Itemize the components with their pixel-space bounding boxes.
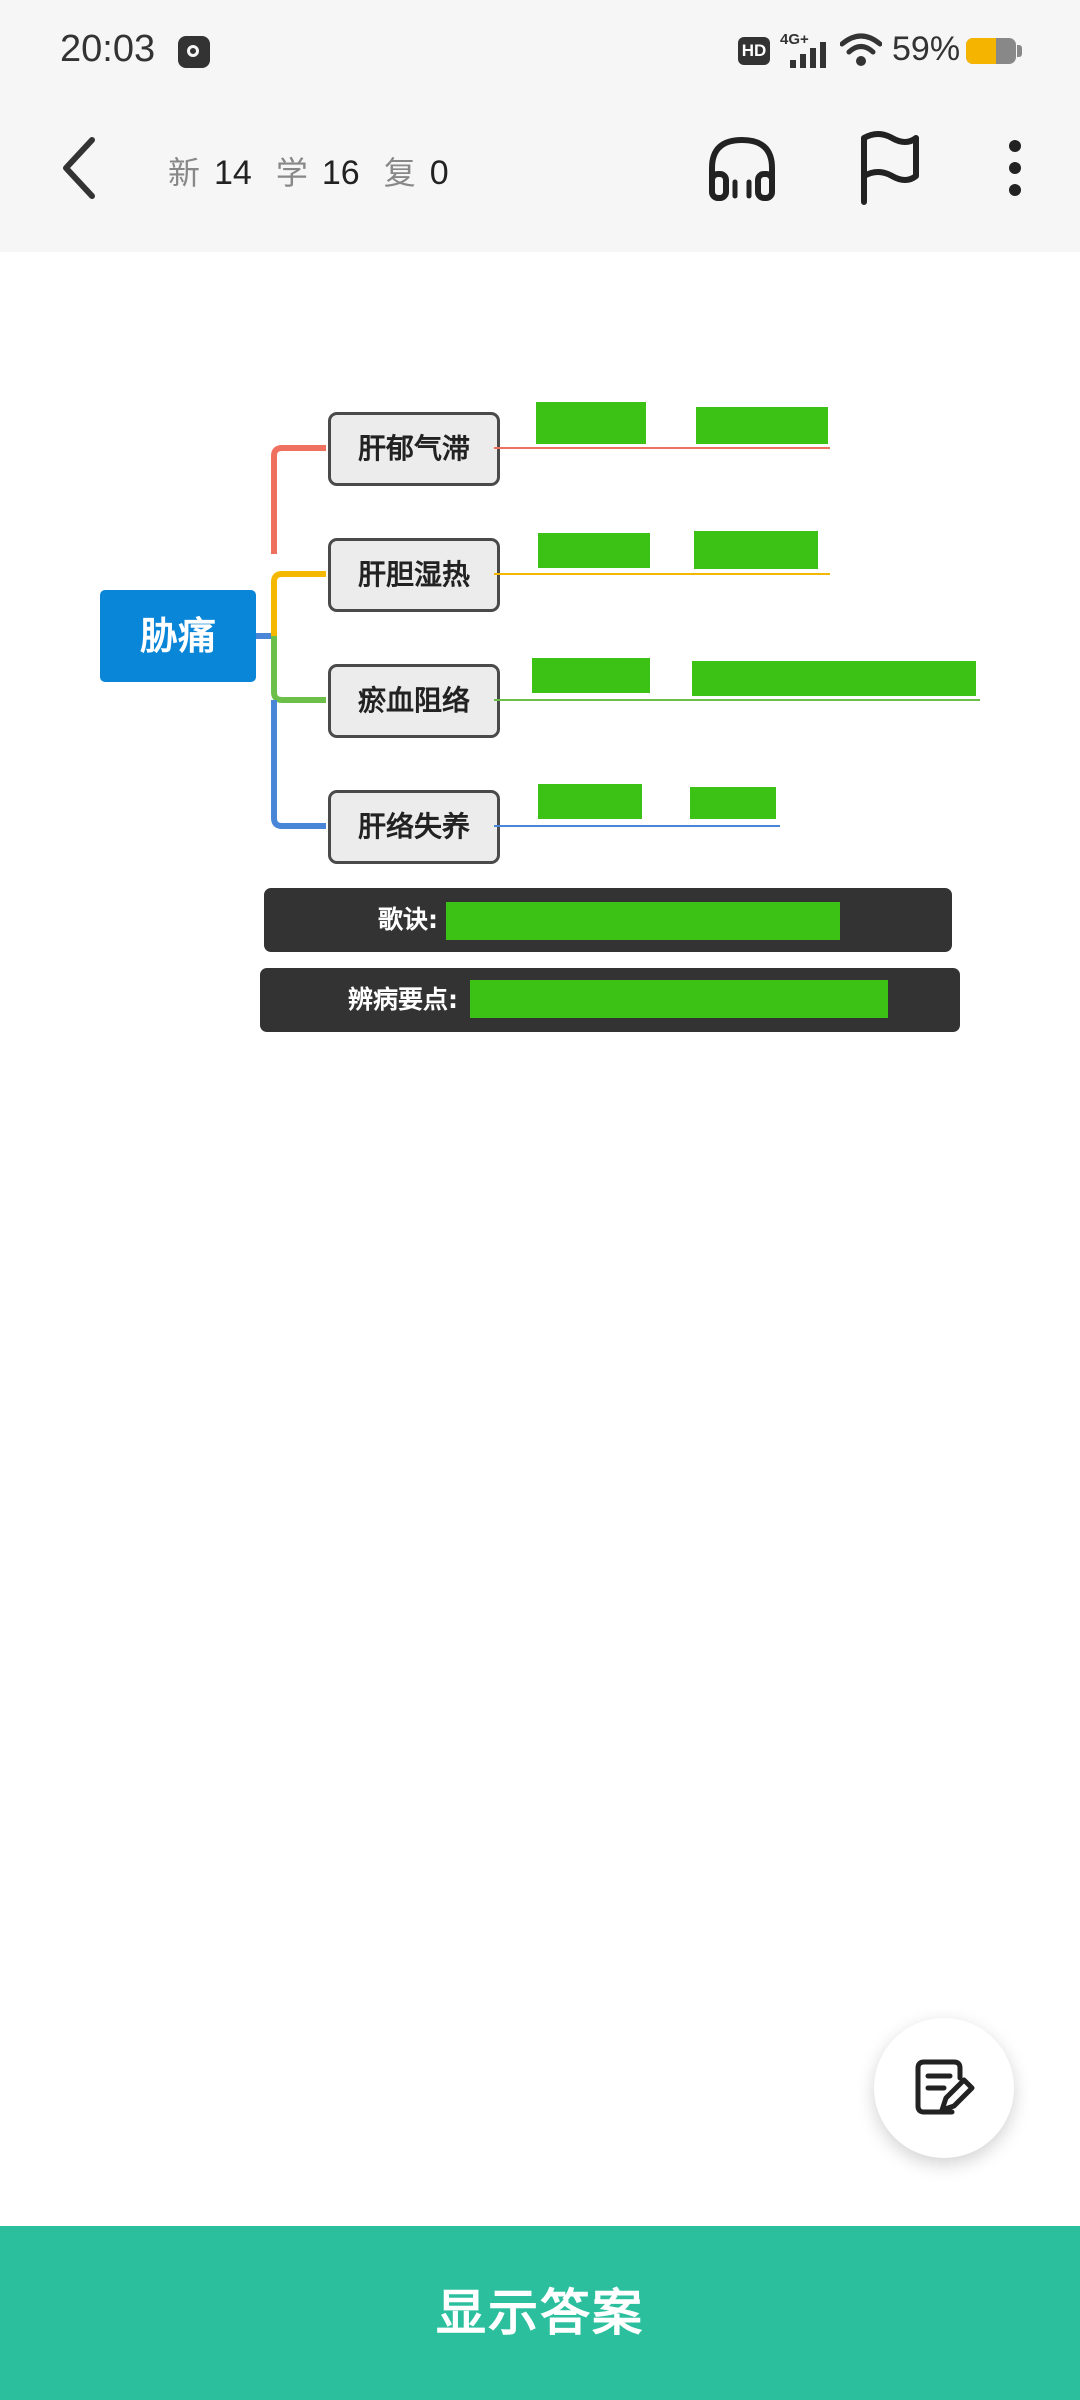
network-type: 4G+ bbox=[780, 31, 809, 48]
battery-icon bbox=[966, 38, 1016, 64]
headphones-icon[interactable] bbox=[704, 130, 780, 206]
diagnosis-keypoints-label: 辨病要点: bbox=[348, 985, 458, 1014]
more-vertical-icon[interactable] bbox=[990, 130, 1040, 206]
new-count: 14 bbox=[214, 154, 252, 192]
back-icon[interactable] bbox=[52, 128, 112, 208]
branch-node-4: 肝络失养 bbox=[328, 790, 500, 864]
new-label: 新 bbox=[168, 155, 201, 191]
redacted-answer[interactable] bbox=[532, 658, 650, 693]
redacted-answer[interactable] bbox=[446, 902, 840, 940]
study-counters: 新 14 学 16 复 0 bbox=[168, 148, 459, 194]
redacted-answer[interactable] bbox=[690, 787, 776, 819]
redacted-answer[interactable] bbox=[696, 407, 828, 444]
learn-label: 学 bbox=[275, 155, 308, 191]
redacted-answer[interactable] bbox=[470, 980, 888, 1018]
show-answer-button[interactable]: 显示答案 bbox=[0, 2226, 1080, 2400]
redacted-answer[interactable] bbox=[538, 784, 642, 819]
wifi-icon bbox=[840, 33, 882, 66]
learn-count: 16 bbox=[321, 154, 360, 192]
review-count: 0 bbox=[429, 154, 449, 192]
note-edit-button[interactable] bbox=[874, 2018, 1014, 2158]
redacted-answer[interactable] bbox=[694, 531, 818, 569]
root-node: 胁痛 bbox=[100, 590, 256, 682]
redacted-answer[interactable] bbox=[536, 402, 646, 444]
flag-icon[interactable] bbox=[854, 130, 924, 206]
hd-icon: HD bbox=[738, 37, 770, 65]
redacted-answer[interactable] bbox=[538, 533, 650, 568]
redacted-answer[interactable] bbox=[692, 661, 976, 696]
mnemonic-label: 歌诀: bbox=[378, 905, 438, 934]
diagnosis-keypoints-bar: 辨病要点: bbox=[260, 968, 960, 1032]
app-notification-icon bbox=[178, 36, 210, 68]
edit-note-icon bbox=[915, 2059, 975, 2115]
status-time: 20:03 bbox=[60, 28, 156, 70]
mindmap-connectors bbox=[256, 445, 326, 829]
review-label: 复 bbox=[383, 155, 416, 191]
battery-percent: 59% bbox=[892, 30, 961, 68]
branch-node-2: 肝胆湿热 bbox=[328, 538, 500, 612]
mnemonic-bar: 歌诀: bbox=[264, 888, 952, 952]
status-bar: 20:03 HD 4G+ 59% bbox=[0, 0, 1080, 100]
mindmap-card: 胁痛 肝郁气滞 肝胆湿热 瘀血阻络 肝络失养 歌诀: 辨病要点: bbox=[0, 252, 1080, 1052]
branch-node-1: 肝郁气滞 bbox=[328, 412, 500, 486]
signal-icon: 4G+ bbox=[780, 31, 826, 68]
app-bar bbox=[0, 100, 1080, 252]
branch-node-3: 瘀血阻络 bbox=[328, 664, 500, 738]
